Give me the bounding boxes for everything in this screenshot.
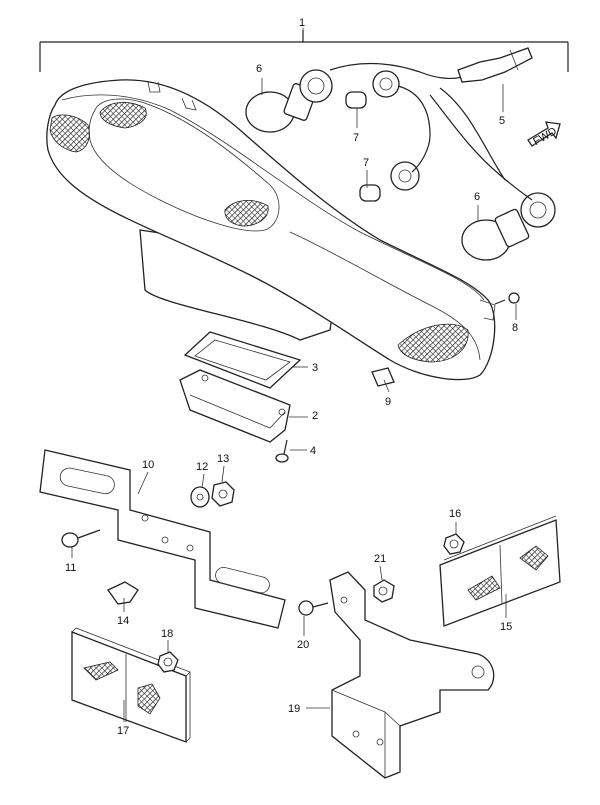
callout-16: 16 [449, 508, 461, 520]
callout-7-lower: 7 [363, 157, 369, 169]
callout-11: 11 [65, 562, 76, 574]
wiring-harness [329, 47, 533, 201]
bulb-right [461, 192, 556, 261]
screw-11 [61, 529, 101, 548]
callout-15: 15 [500, 621, 512, 633]
callout-3: 3 [312, 362, 318, 374]
screw-20 [298, 600, 329, 616]
screw-4 [275, 439, 289, 463]
callout-19: 19 [288, 703, 300, 715]
reflector-17 [71, 627, 191, 743]
callout-18: 18 [161, 628, 173, 640]
callout-labels: 1 2 3 4 5 6 6 7 7 8 9 10 11 12 13 14 15 … [65, 17, 518, 737]
license-lamp-lens-2 [179, 369, 291, 443]
nut-18 [157, 651, 179, 673]
socket-14 [107, 581, 139, 605]
callout-13: 13 [217, 453, 229, 465]
fwd-label: FWD [531, 125, 559, 148]
callout-6-right: 6 [474, 191, 480, 203]
callout-9: 9 [385, 396, 391, 408]
gasket-3 [183, 331, 302, 389]
nut-21 [373, 579, 395, 603]
forward-direction-arrow: FWD [527, 121, 561, 148]
assembly-bracket [39, 30, 569, 72]
small-bulb-upper [345, 70, 400, 109]
callout-10: 10 [142, 459, 154, 471]
plate-bracket-10 [39, 449, 286, 629]
nut-13 [211, 481, 235, 507]
washer-12 [190, 486, 210, 508]
callout-7-upper: 7 [353, 132, 359, 144]
nut-16 [443, 533, 465, 555]
bulb-upper [245, 69, 333, 133]
callout-20: 20 [297, 639, 309, 651]
callout-2: 2 [312, 410, 318, 422]
callout-4: 4 [310, 445, 316, 457]
callout-1: 1 [299, 17, 305, 29]
tail-light-housing [46, 79, 496, 381]
leader-lines [71, 28, 517, 722]
small-bulb-lower [359, 161, 420, 202]
callout-17: 17 [117, 725, 129, 737]
reflector-15 [439, 515, 561, 627]
callout-5: 5 [499, 115, 505, 127]
callout-8: 8 [512, 322, 518, 334]
bracket-19 [329, 571, 495, 779]
screw-8 [494, 292, 520, 305]
callout-14: 14 [117, 615, 129, 627]
callout-6-upper: 6 [256, 63, 262, 75]
callout-21: 21 [374, 553, 386, 565]
callout-12: 12 [196, 461, 208, 473]
clip-9 [371, 367, 395, 387]
